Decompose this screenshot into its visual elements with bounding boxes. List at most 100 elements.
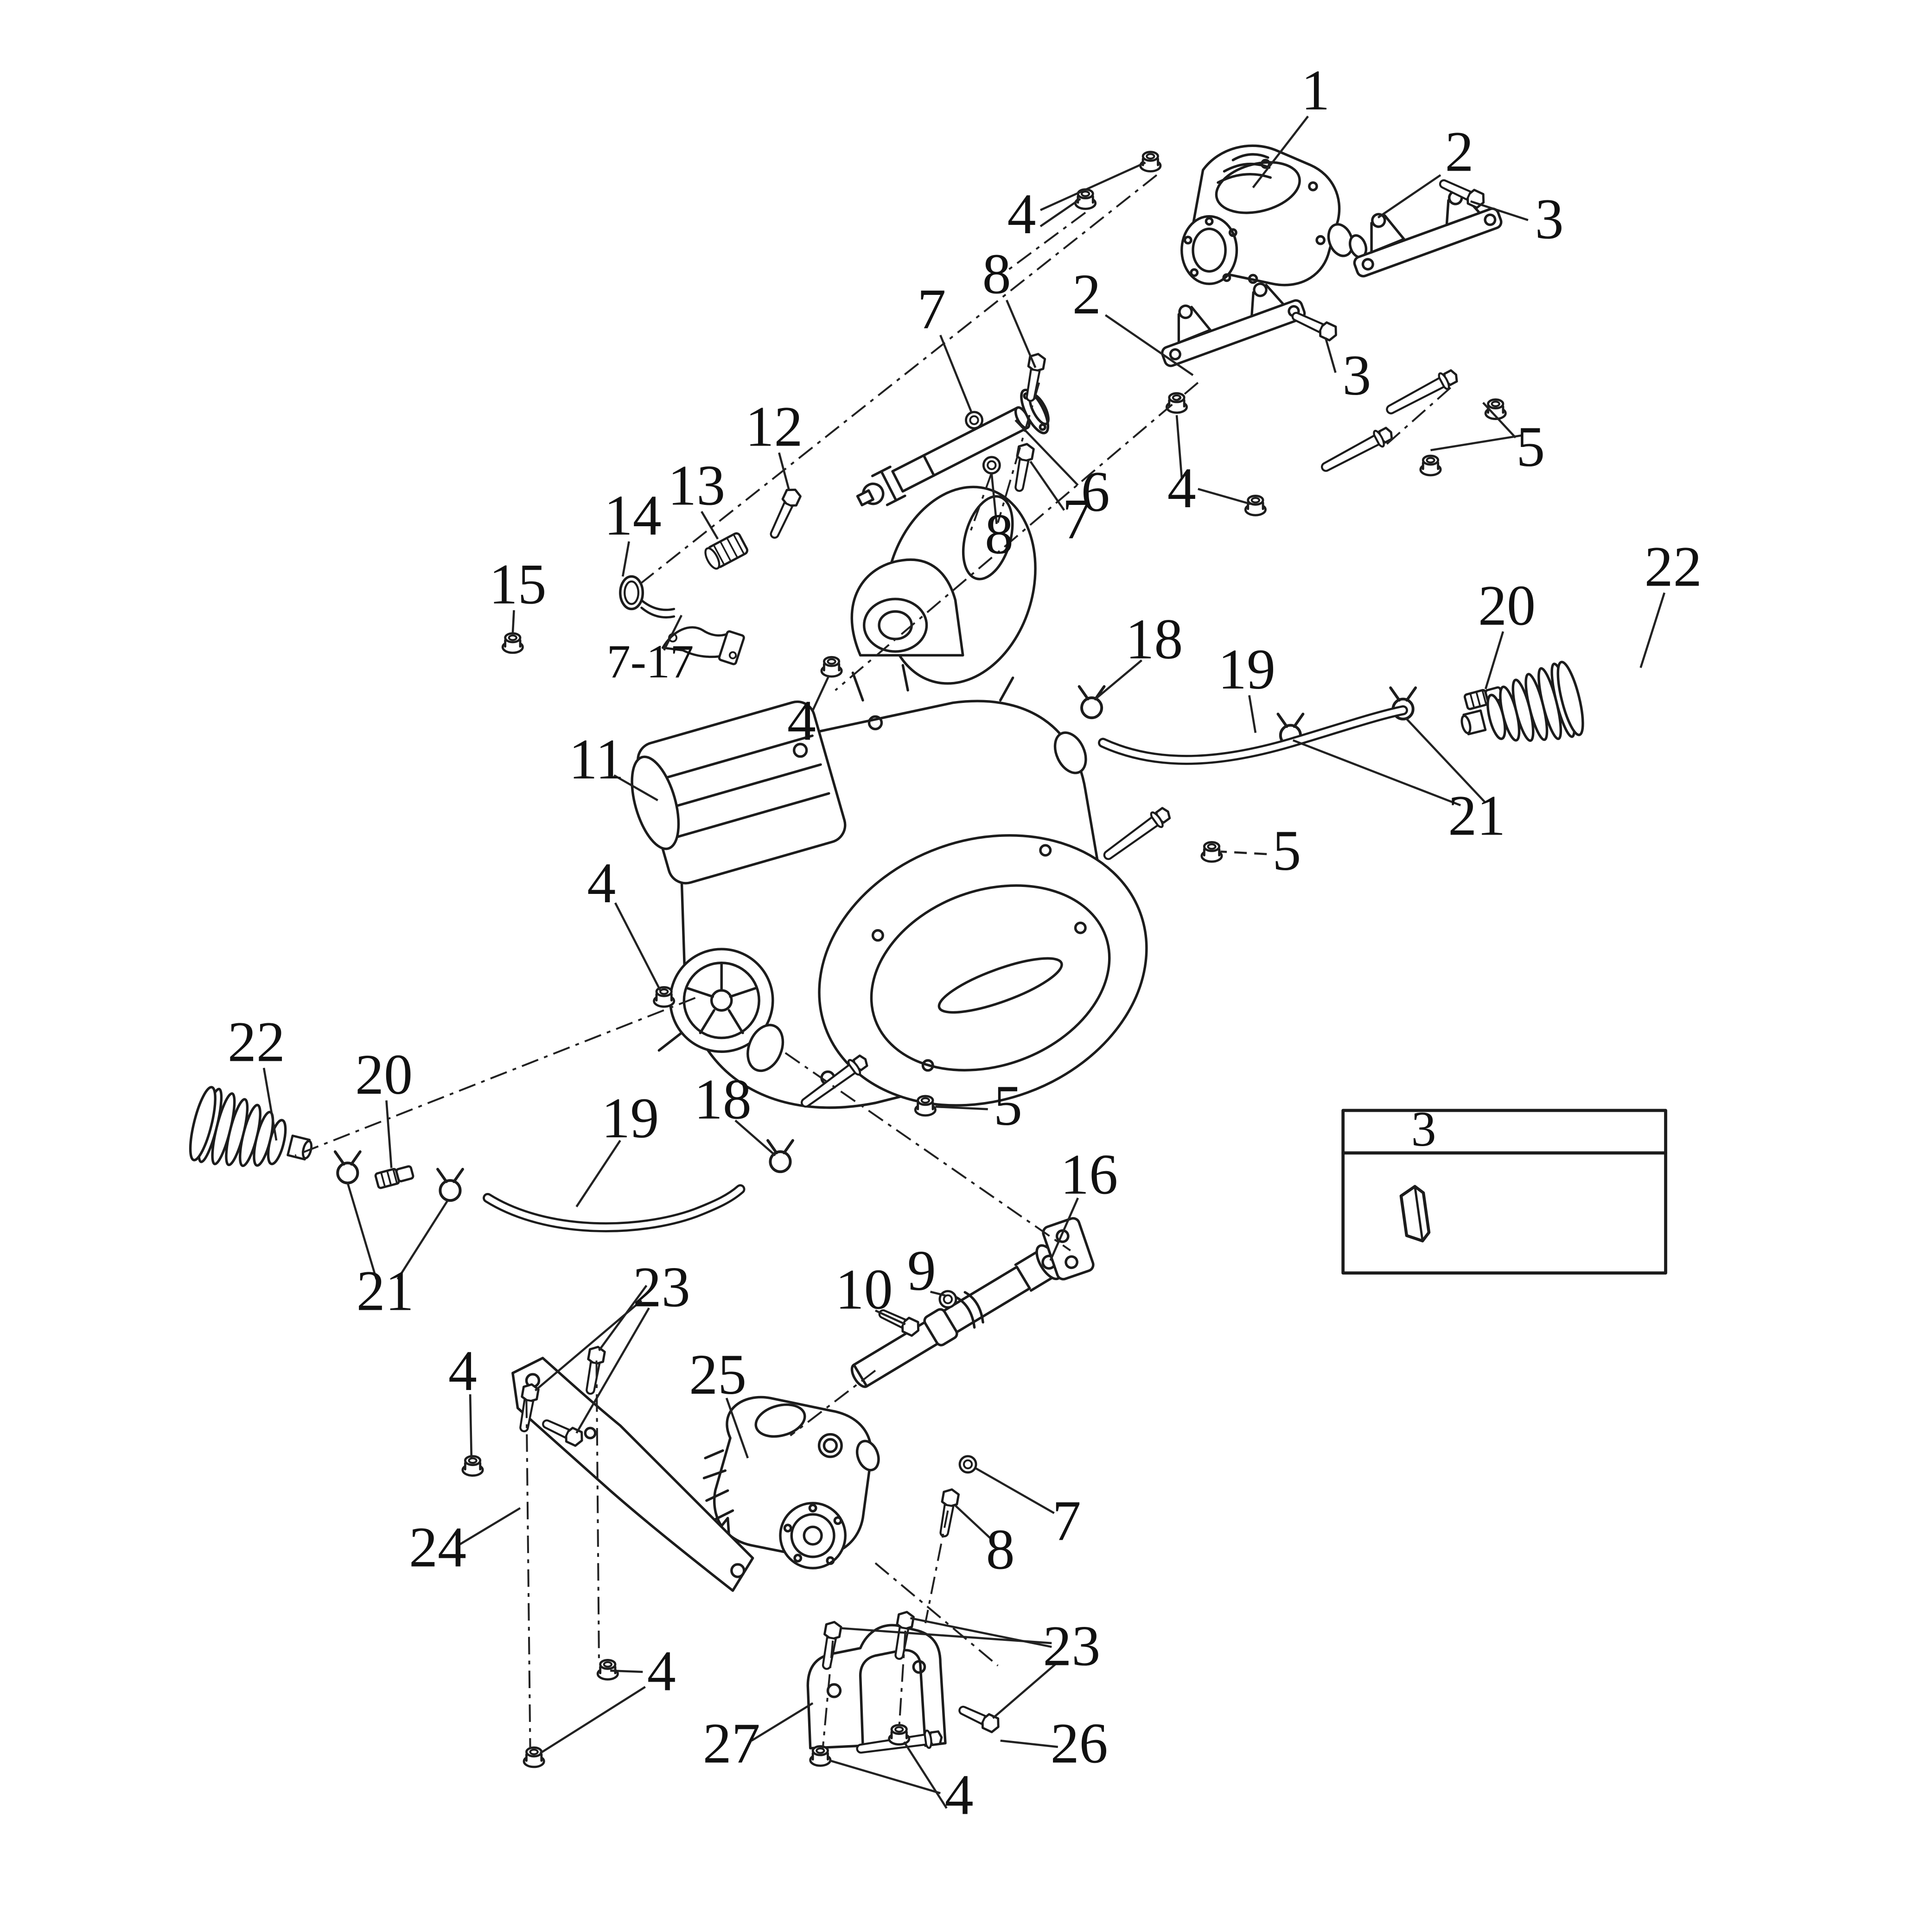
callout-14: 14 bbox=[604, 483, 662, 547]
part-bolt-glyph bbox=[770, 488, 802, 539]
callout-7: 7 bbox=[1052, 1489, 1081, 1553]
leader-line bbox=[990, 473, 998, 524]
part-boot-glyph bbox=[1460, 661, 1584, 742]
leader-line bbox=[613, 774, 658, 802]
callout-20: 20 bbox=[355, 1042, 413, 1106]
leader-line bbox=[734, 1119, 776, 1156]
leader-line bbox=[511, 610, 515, 634]
part-washer-glyph bbox=[958, 1455, 977, 1474]
leader-line bbox=[910, 1617, 1052, 1648]
callout-19: 19 bbox=[601, 1086, 659, 1150]
callout-4: 4 bbox=[647, 1639, 676, 1702]
callout-22: 22 bbox=[1645, 535, 1702, 599]
leader-line bbox=[725, 1397, 749, 1459]
callout-21: 21 bbox=[357, 1258, 414, 1322]
part-flange-nut-glyph bbox=[596, 1658, 619, 1681]
leader-line bbox=[385, 1100, 393, 1168]
leader-line bbox=[575, 1140, 621, 1207]
callout-18: 18 bbox=[1125, 607, 1183, 671]
leader-line bbox=[992, 1662, 1058, 1719]
part-bolt-glyph bbox=[958, 1706, 1000, 1734]
leader-line bbox=[830, 1760, 941, 1794]
leader-line bbox=[598, 1285, 648, 1352]
part-flange-nut-glyph bbox=[820, 656, 843, 678]
part-intake-pipe-glyph bbox=[662, 626, 745, 665]
callout-7: 7 bbox=[917, 277, 946, 341]
part-boot-glyph bbox=[189, 1086, 312, 1167]
construction-lines bbox=[294, 174, 1451, 1748]
part-flange-nut-glyph bbox=[461, 1455, 484, 1477]
leader-line bbox=[812, 675, 830, 711]
part-connector-glyph bbox=[374, 1165, 414, 1189]
callout-24: 24 bbox=[409, 1515, 466, 1579]
callout-20: 20 bbox=[1478, 573, 1536, 637]
part-flange-nut-glyph bbox=[1139, 151, 1162, 172]
leader-line bbox=[663, 614, 682, 651]
part-long-bolt-glyph bbox=[801, 1054, 868, 1108]
callout-7-17: 7-17 bbox=[607, 636, 694, 688]
parts-table: 3 bbox=[1341, 1102, 1667, 1275]
callout-25: 25 bbox=[689, 1342, 746, 1406]
callout-4: 4 bbox=[587, 851, 616, 915]
callout-15: 15 bbox=[489, 552, 547, 616]
part-long-bolt-glyph bbox=[1321, 427, 1393, 472]
axis-line bbox=[1007, 211, 1086, 271]
part-flange-nut-glyph bbox=[914, 1095, 937, 1117]
hoses bbox=[483, 705, 1408, 1232]
leader-line bbox=[539, 1686, 646, 1754]
callout-3: 3 bbox=[1342, 343, 1371, 407]
part-bolt-glyph bbox=[1439, 179, 1485, 209]
part-flange-nut-glyph bbox=[888, 1724, 911, 1746]
callout-4: 4 bbox=[1007, 182, 1036, 246]
axis-line bbox=[595, 1360, 600, 1661]
table-header-row bbox=[1341, 1109, 1667, 1155]
leader-line bbox=[1175, 415, 1183, 478]
leader-line bbox=[1000, 1740, 1058, 1748]
leader-line bbox=[903, 1741, 948, 1809]
part-flange-nut-glyph bbox=[1200, 841, 1223, 863]
table-part-number-3: 3 bbox=[1411, 1102, 1436, 1157]
part-bolt-glyph bbox=[822, 1620, 842, 1670]
table-icon-row bbox=[1341, 1151, 1667, 1275]
part-clamp-glyph bbox=[766, 1139, 794, 1173]
callout-9: 9 bbox=[907, 1238, 936, 1302]
callout-2: 2 bbox=[1072, 262, 1101, 326]
leader-line bbox=[1430, 434, 1524, 452]
leader-line bbox=[1482, 402, 1517, 439]
leader-line bbox=[975, 1467, 1055, 1514]
leader-line bbox=[935, 1105, 988, 1110]
callout-18: 18 bbox=[694, 1067, 752, 1131]
leader-line bbox=[875, 1309, 906, 1326]
part-washer-glyph bbox=[982, 456, 1001, 475]
engine-mount-bracket-lower bbox=[1161, 282, 1306, 367]
leader-line bbox=[939, 334, 973, 413]
part-flange-nut-glyph bbox=[1484, 398, 1507, 420]
leader-line bbox=[1252, 115, 1309, 188]
axis-line bbox=[1385, 387, 1451, 446]
leader-line bbox=[955, 1505, 994, 1542]
callout-2: 2 bbox=[1445, 119, 1473, 183]
leader-line bbox=[621, 541, 630, 577]
leader-line bbox=[778, 452, 791, 491]
axis-line bbox=[294, 997, 696, 1156]
part-flange-nut-glyph bbox=[653, 986, 676, 1008]
axis-line bbox=[525, 1400, 531, 1748]
part-flange-nut-glyph bbox=[1419, 454, 1442, 477]
part-clamp-glyph bbox=[436, 1167, 464, 1202]
engine-mount-bracket-upper bbox=[1353, 190, 1503, 278]
leader-line bbox=[701, 510, 719, 540]
callout-10: 10 bbox=[835, 1257, 893, 1321]
callout-23: 23 bbox=[1043, 1613, 1100, 1677]
callout-5: 5 bbox=[1516, 414, 1545, 478]
leader-line bbox=[1104, 314, 1194, 376]
callout-19: 19 bbox=[1218, 637, 1275, 701]
leader-line bbox=[1470, 200, 1529, 221]
part-flange-nut-glyph bbox=[523, 1746, 545, 1768]
callout-5: 5 bbox=[994, 1073, 1022, 1137]
leader-line bbox=[1006, 300, 1037, 368]
callout-21: 21 bbox=[1448, 783, 1505, 847]
callout-3: 3 bbox=[1535, 187, 1564, 251]
leader-line bbox=[1049, 1197, 1079, 1261]
